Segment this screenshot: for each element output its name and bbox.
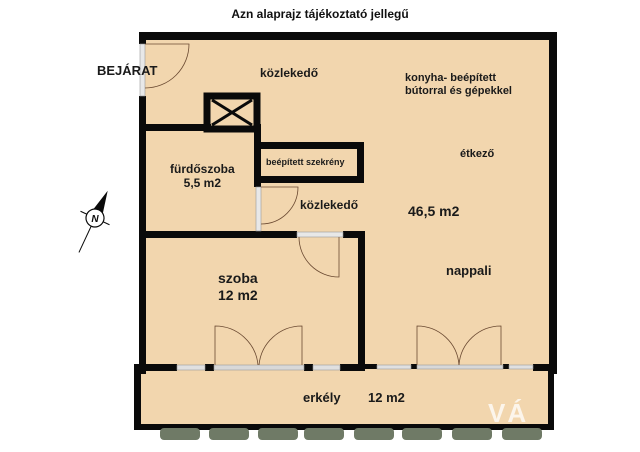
balcony-area: 12 m2: [368, 390, 405, 405]
living-balcony-door: [376, 325, 534, 370]
balcony-name: erkély: [303, 390, 341, 405]
plant-boxes: [160, 428, 542, 440]
bedroom-balcony-door: [176, 325, 341, 371]
entrance-label: BEJÁRAT: [97, 63, 158, 78]
bathroom-door: [255, 186, 299, 232]
bedroom-label: szoba 12 m2: [218, 270, 258, 304]
watermark-logo: VÁ: [488, 398, 529, 428]
kitchen-label: konyha- beépített bútorral és gépekkel: [405, 72, 512, 98]
hall-top-label: közlekedő: [260, 66, 319, 80]
plan-title: Azn alaprajz tájékoztató jellegű: [231, 7, 409, 21]
dining-label: étkező: [460, 148, 495, 160]
bathroom-name: fürdőszoba: [170, 162, 235, 176]
interior-walls: [139, 124, 557, 371]
entrance-door: [139, 43, 190, 97]
compass-icon: [78, 190, 110, 253]
bathroom-label: fürdőszoba 5,5 m2: [170, 162, 235, 191]
bedroom-door: [296, 231, 344, 278]
hall-mid-label: közlekedő: [300, 198, 359, 212]
living-label: nappali: [446, 263, 492, 278]
compass-letter: N: [91, 214, 99, 225]
bedroom-area: 12 m2: [218, 286, 258, 303]
bedroom-name: szoba: [218, 270, 258, 286]
bathroom-area: 5,5 m2: [183, 176, 222, 191]
kitchen-label-line1: konyha- beépített: [405, 72, 497, 84]
living-area-label: 46,5 m2: [408, 203, 460, 219]
shaft: [203, 92, 261, 133]
wardrobe-label: beépített szekrény: [266, 157, 345, 167]
kitchen-label-line2: bútorral és gépekkel: [405, 85, 512, 98]
